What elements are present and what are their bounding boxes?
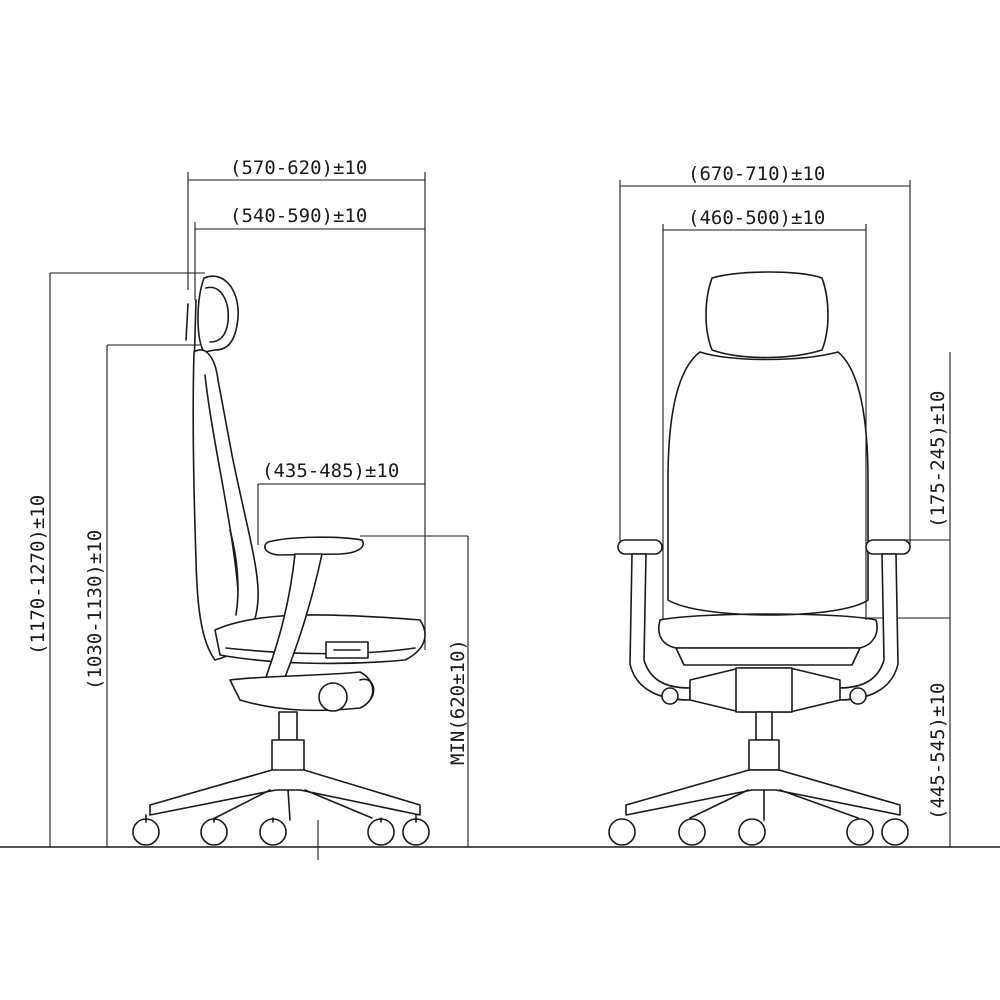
side-seat: [214, 614, 426, 665]
dim-overall-height-label: (1170-1270)±10: [27, 495, 49, 655]
side-casters: [132, 814, 430, 846]
dim-overall-height: (1170-1270)±10: [27, 272, 205, 847]
front-base: [625, 769, 901, 816]
dim-seat-height: (445-545)±10: [927, 683, 949, 820]
dim-backrest-height-label: (1030-1130)±10: [84, 530, 106, 690]
dim-armrest-depth: (435-485)±10: [257, 460, 425, 545]
front-headrest: [705, 271, 829, 359]
dim-inner-width: (460-500)±10: [662, 207, 867, 620]
front-view: (670-710)±10 (460-500)±10 (175-245)±10 (…: [608, 163, 951, 847]
dim-min-armrest-height: MIN(620±10): [360, 535, 469, 847]
dim-armrest-height: (175-245)±10: [866, 352, 951, 847]
front-seat: [658, 613, 878, 649]
dim-overall-width: (670-710)±10: [619, 163, 911, 545]
front-backrest: [667, 351, 869, 616]
side-base: [149, 769, 421, 816]
side-view: (570-620)±10 (540-590)±10 (435-485)±10 (…: [27, 157, 469, 860]
front-casters: [608, 818, 909, 846]
front-armrest-left: [617, 539, 691, 701]
dim-armrest-depth-label: (435-485)±10: [262, 460, 399, 482]
side-gas-cylinder: [278, 711, 298, 741]
dim-min-armrest-height-label: MIN(620±10): [447, 639, 469, 765]
dim-overall-width-label: (670-710)±10: [688, 163, 825, 185]
front-gas-cylinder: [755, 711, 773, 741]
dim-seat-height-label: (445-545)±10: [927, 683, 949, 820]
dim-overall-depth: (570-620)±10: [187, 157, 426, 650]
dim-seat-depth-label: (540-590)±10: [230, 205, 367, 227]
side-headrest: [197, 275, 239, 353]
side-mechanism: [229, 671, 374, 712]
dim-inner-width-label: (460-500)±10: [688, 207, 825, 229]
side-armrest: [264, 536, 364, 556]
dim-armrest-height-label: (175-245)±10: [927, 391, 949, 528]
dim-overall-depth-label: (570-620)±10: [230, 157, 367, 179]
dim-seat-depth: (540-590)±10: [194, 205, 425, 300]
dim-backrest-height: (1030-1130)±10: [84, 344, 200, 847]
